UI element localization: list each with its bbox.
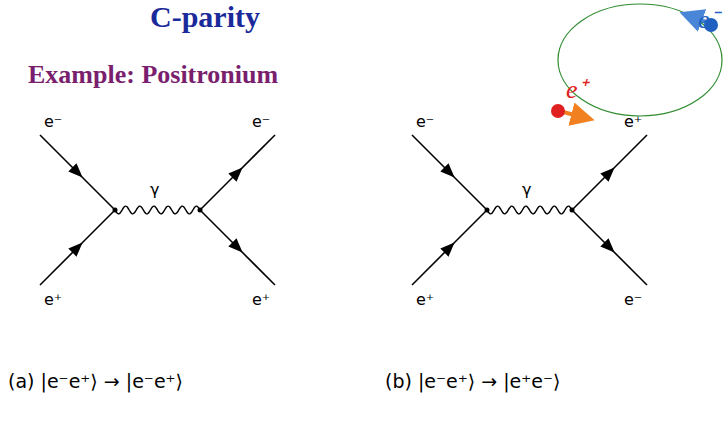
vertex: [570, 208, 575, 213]
caption: (b) |e⁻e⁺⟩ → |e⁺e⁻⟩: [385, 370, 560, 392]
vertex: [198, 208, 203, 213]
particle-label: e⁺: [416, 290, 434, 309]
vertex: [113, 208, 118, 213]
fermion-line: [412, 135, 487, 210]
velocity-arrow: [563, 112, 590, 119]
caption: (a) |e⁻e⁺⟩ → |e⁻e⁺⟩: [8, 370, 183, 392]
fermion-line: [40, 210, 115, 285]
particle-label: e⁺: [624, 112, 642, 131]
particle-label: e⁻: [44, 112, 62, 131]
fermion-line: [40, 135, 115, 210]
particle-label: e⁻: [416, 112, 434, 131]
orbit: [558, 4, 722, 116]
particle-label: e⁻: [698, 0, 719, 36]
particle-label: e⁺: [566, 70, 587, 106]
photon-label: γ: [150, 180, 159, 199]
fermion-line: [572, 210, 647, 285]
particle-label: e⁻: [252, 112, 270, 131]
particle-label: e⁺: [252, 290, 270, 309]
positron-dot: [551, 104, 565, 118]
heading: Example: Positronium: [28, 60, 278, 90]
fermion-line: [200, 135, 275, 210]
photon-label: γ: [522, 180, 531, 199]
particle-label: e⁻: [624, 290, 642, 309]
title: C-parity: [150, 0, 260, 34]
particle-label: e⁺: [44, 290, 62, 309]
fermion-line: [572, 135, 647, 210]
fermion-line: [200, 210, 275, 285]
fermion-line: [412, 210, 487, 285]
photon-line: [487, 206, 572, 214]
photon-line: [115, 206, 200, 214]
vertex: [485, 208, 490, 213]
